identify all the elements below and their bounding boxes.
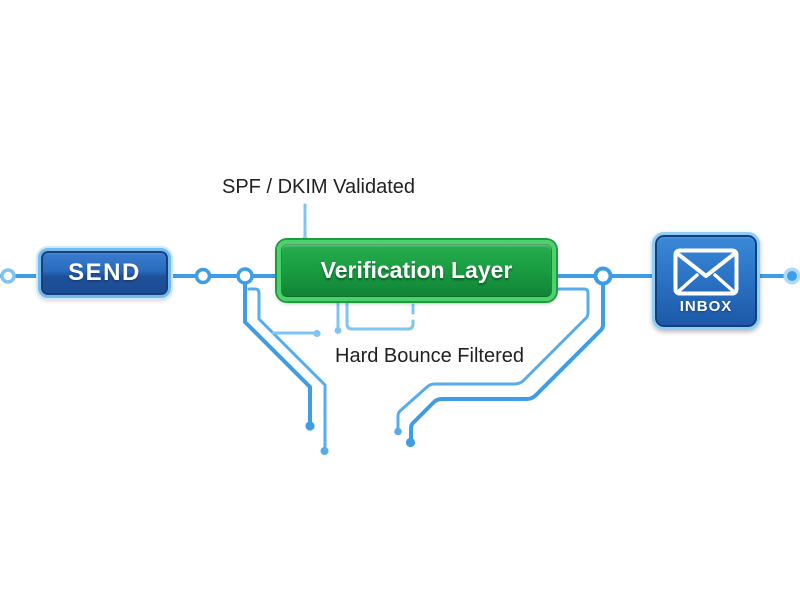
verification-layer-node[interactable]: Verification Layer	[277, 240, 556, 301]
trace-left-thick-endpoint-dot	[305, 421, 315, 431]
hard-bounce-annotation: Hard Bounce Filtered	[335, 345, 524, 367]
inbox-node[interactable]: INBOX	[652, 232, 760, 330]
connector-node-after-send	[194, 267, 212, 285]
end-node-core	[787, 271, 797, 281]
stub-bracket	[345, 300, 415, 331]
trace-right-thick-endpoint-dot	[405, 437, 416, 448]
connector-node-start	[0, 268, 16, 284]
connector-node-branch-left	[236, 267, 254, 285]
trace-right-thin-endpoint-dot	[394, 427, 402, 436]
trace-left-thick	[243, 276, 312, 425]
send-node[interactable]: SEND	[38, 248, 171, 298]
send-node-label: SEND	[68, 259, 141, 286]
trace-left-medium-endpoint-dot	[320, 447, 329, 455]
inbox-node-label: INBOX	[679, 297, 733, 315]
trace-left-medium	[247, 287, 327, 450]
trace-right-thin	[396, 287, 590, 430]
verification-layer-label: Verification Layer	[320, 257, 513, 283]
trace-left-branch-endpoint-dot	[313, 329, 321, 338]
stub-endpoint-dot	[334, 327, 342, 334]
envelope-icon	[673, 248, 739, 296]
spf-dkim-annotation: SPF / DKIM Validated	[222, 176, 416, 198]
trace-right-thick	[409, 282, 605, 442]
connector-node-branch-right	[593, 266, 613, 286]
